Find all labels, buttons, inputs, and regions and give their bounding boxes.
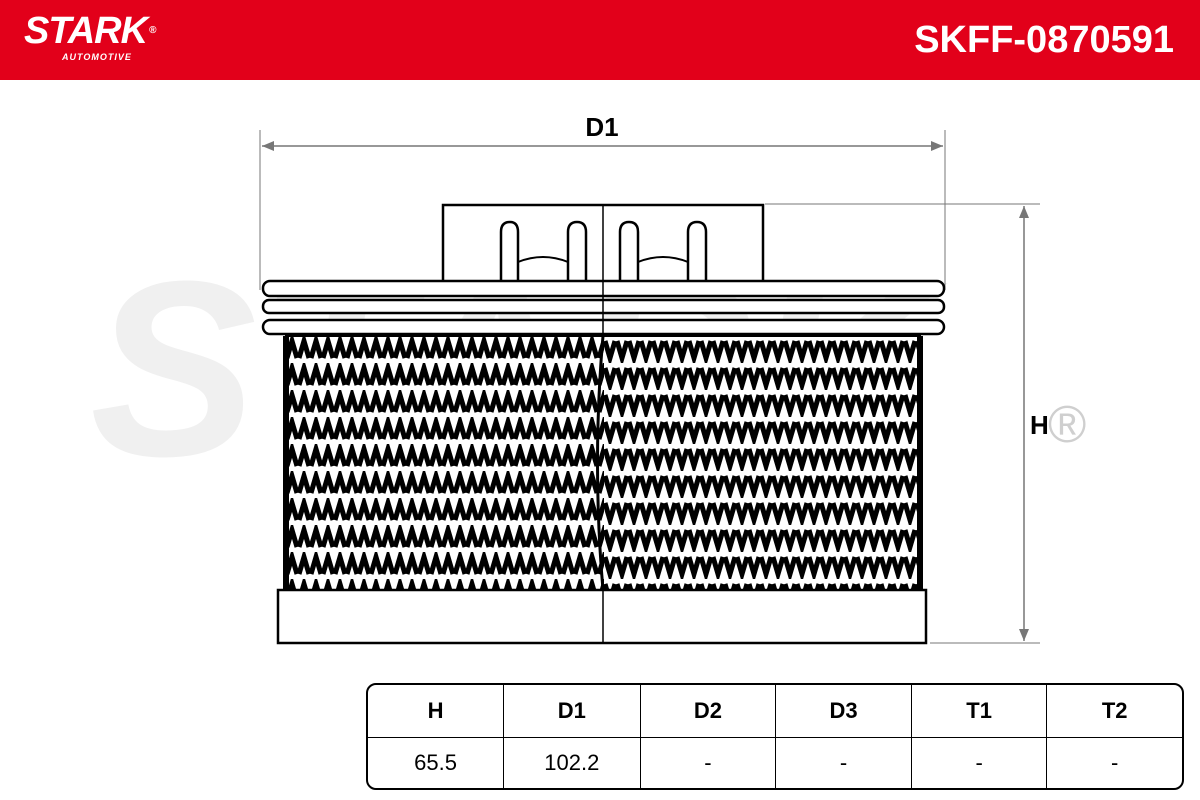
spec-header-d3: D3 — [776, 685, 912, 738]
spec-value-h: 65.5 — [368, 738, 505, 788]
stark-logo: STARK® AUTOMOTIVE — [24, 10, 157, 62]
specifications-value-row: 65.5 102.2 - - - - — [368, 738, 1182, 788]
spec-header-d1: D1 — [504, 685, 641, 738]
spec-header-h: H — [368, 685, 505, 738]
logo-registered-mark: ® — [149, 25, 156, 36]
dimension-h-label: H — [1030, 410, 1049, 440]
specifications-table: H D1 D2 D3 T1 T2 65.5 102.2 - - - - — [366, 683, 1184, 790]
technical-drawing: STARK ® D1 H — [90, 112, 1086, 645]
fuel-filter-element-icon — [261, 203, 946, 645]
spec-value-d2: - — [641, 738, 777, 788]
dimension-h: H — [765, 203, 1049, 644]
spec-header-d2: D2 — [640, 685, 777, 738]
logo-subtitle: AUTOMOTIVE — [62, 52, 132, 62]
spec-value-d3: - — [776, 738, 912, 788]
spec-header-t2: T2 — [1047, 685, 1182, 738]
spec-header-t1: T1 — [911, 685, 1048, 738]
part-number: SKFF-0870591 — [914, 19, 1174, 61]
watermark-registered-mark: ® — [1048, 396, 1086, 454]
spec-value-t2: - — [1111, 750, 1119, 775]
logo-brand: STARK — [24, 10, 148, 52]
dimension-d1: D1 — [259, 112, 946, 290]
spec-value-d1: 102.2 — [504, 738, 641, 788]
spec-value-t1: - — [912, 738, 1048, 788]
header-bar: STARK® AUTOMOTIVE SKFF-0870591 — [0, 0, 1200, 80]
dimension-d1-label: D1 — [585, 112, 618, 142]
specifications-header-row: H D1 D2 D3 T1 T2 — [368, 685, 1182, 738]
